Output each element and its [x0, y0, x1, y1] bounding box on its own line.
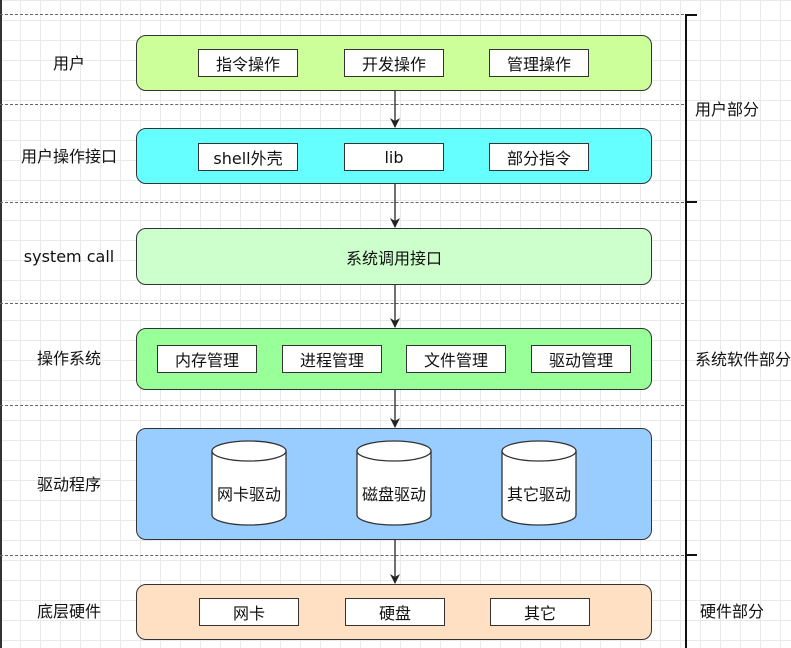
separator-line [0, 202, 684, 203]
side-label-user: 用户部分 [695, 100, 760, 119]
interface-item-partial-commands: 部分指令 [489, 143, 589, 171]
os-item-memory: 内存管理 [157, 345, 257, 373]
row-label-interface: 用户操作接口 [20, 147, 117, 166]
hardware-item-other: 其它 [490, 598, 590, 626]
side-label-hardware: 硬件部分 [700, 602, 765, 621]
os-item-driver: 驱动管理 [531, 345, 631, 373]
os-item-file: 文件管理 [406, 345, 506, 373]
driver-label-nic: 网卡驱动 [216, 485, 281, 504]
driver-cylinder-other: 其它驱动 [501, 440, 577, 526]
row-label-syscall: system call [23, 247, 115, 266]
driver-cylinder-nic: 网卡驱动 [211, 440, 287, 526]
user-item-manage: 管理操作 [489, 49, 589, 77]
separator-line [0, 104, 684, 105]
user-item-command: 指令操作 [198, 49, 298, 77]
interface-item-shell: shell外壳 [198, 143, 298, 171]
driver-label-disk: 磁盘驱动 [361, 485, 426, 504]
driver-cylinder-disk: 磁盘驱动 [356, 440, 432, 526]
row-label-os: 操作系统 [36, 349, 101, 368]
syscall-layer-label: 系统调用接口 [345, 248, 442, 268]
user-item-develop: 开发操作 [344, 49, 444, 77]
separator-line [0, 555, 684, 556]
row-label-user: 用户 [52, 54, 85, 73]
row-label-driver: 驱动程序 [36, 475, 101, 494]
driver-label-other: 其它驱动 [506, 485, 571, 504]
canvas-left-border [0, 0, 2, 648]
hardware-item-nic: 网卡 [199, 598, 299, 626]
row-label-hardware: 底层硬件 [36, 602, 101, 621]
separator-line [0, 303, 684, 304]
syscall-layer: 系统调用接口 [136, 228, 652, 285]
side-label-system: 系统软件部分 [695, 350, 791, 369]
hardware-item-disk: 硬盘 [345, 598, 445, 626]
separator-line [0, 14, 684, 15]
interface-item-lib: lib [344, 143, 444, 171]
os-item-process: 进程管理 [282, 345, 382, 373]
separator-line [0, 405, 684, 406]
